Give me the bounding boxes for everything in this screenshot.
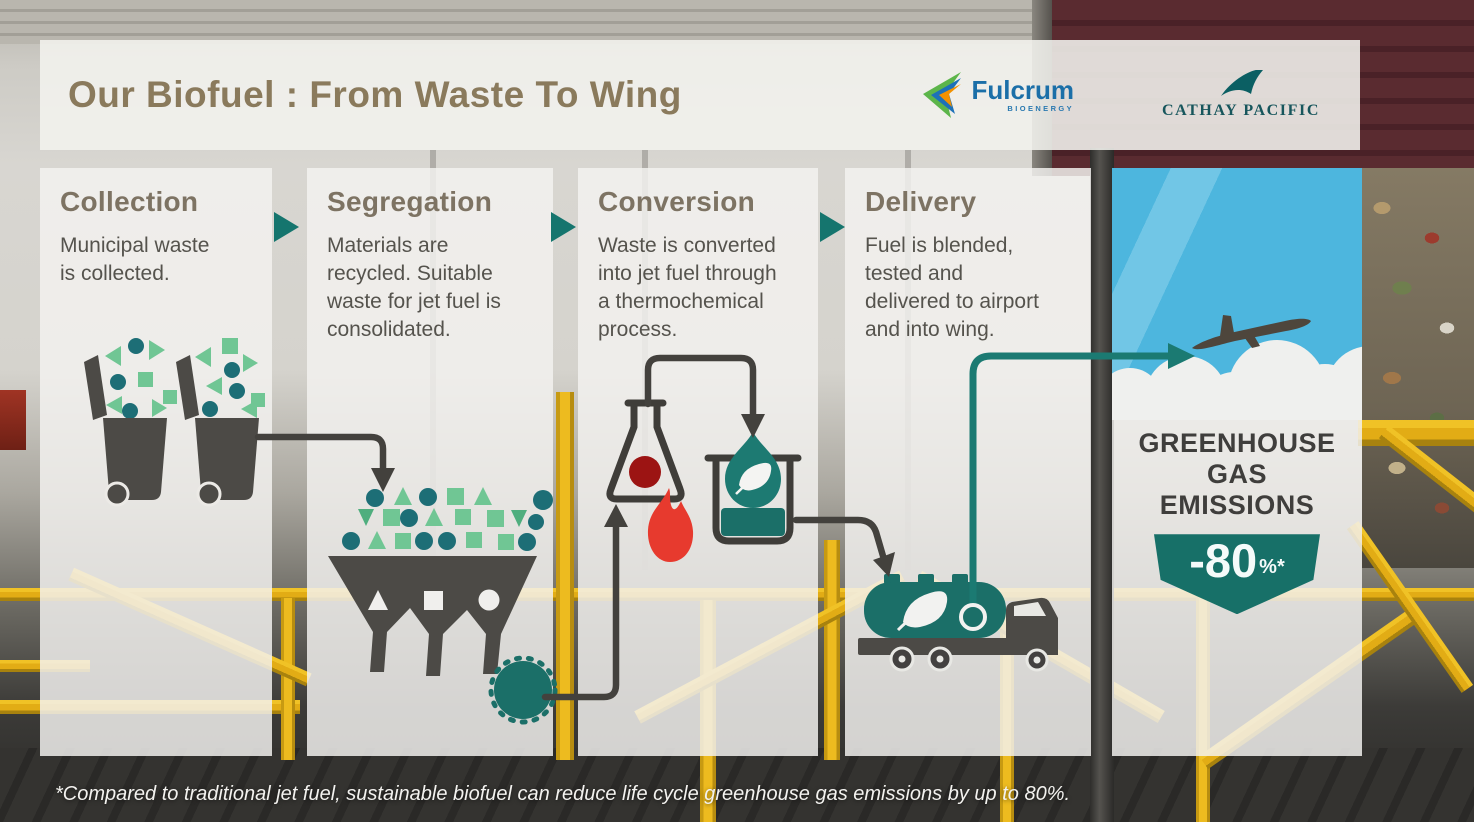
panel-segregation: Segregation Materials are recycled. Suit… xyxy=(307,168,553,756)
step-heading-conversion: Conversion xyxy=(598,186,756,217)
sky-graphic xyxy=(1112,168,1362,420)
fulcrum-wordmark: Fulcrum BIOENERGY xyxy=(971,77,1074,113)
fulcrum-name: Fulcrum xyxy=(971,75,1075,106)
cathay-name: CATHAY PACIFIC xyxy=(1162,102,1320,119)
badge-suffix: %* xyxy=(1259,556,1285,579)
step-heading-segregation: Segregation xyxy=(327,186,493,217)
panel-conversion: Conversion Waste is converted into jet f… xyxy=(578,168,818,756)
fulcrum-subtitle: BIOENERGY xyxy=(1007,104,1075,114)
step-description-delivery: Fuel is blended, tested and delivered to… xyxy=(865,234,1039,342)
step-heading-delivery: Delivery xyxy=(865,186,977,217)
step-heading-collection: Collection xyxy=(60,186,199,217)
result-headline: GREENHOUSE GAS EMISSIONS xyxy=(1138,428,1336,520)
bg-detail xyxy=(824,540,840,760)
bg-detail xyxy=(0,748,1474,822)
header-band: Our Biofuel : From Waste To Wing Fulcrum… xyxy=(40,40,1360,150)
step-description-conversion: Waste is converted into jet fuel through… xyxy=(598,234,777,342)
bg-detail xyxy=(1358,420,1474,446)
panel-collection: Collection Municipal waste is collected. xyxy=(40,168,272,756)
panel-delivery: Delivery Fuel is blended, tested and del… xyxy=(845,168,1091,756)
result-content: GREENHOUSE GAS EMISSIONS -80 %* xyxy=(1112,420,1362,615)
footnote: *Compared to traditional jet fuel, susta… xyxy=(55,783,1071,805)
badge-value: -80 xyxy=(1189,534,1258,588)
bg-detail xyxy=(1362,168,1474,568)
cloud-icon xyxy=(1112,402,1362,420)
step-description-collection: Municipal waste is collected. xyxy=(60,234,210,286)
emissions-badge: -80 %* xyxy=(1154,534,1320,615)
bg-detail xyxy=(281,598,295,760)
fulcrum-arrow-icon xyxy=(923,72,962,118)
fulcrum-logo: Fulcrum BIOENERGY xyxy=(921,72,1074,118)
panel-result: GREENHOUSE GAS EMISSIONS -80 %* xyxy=(1112,168,1362,756)
step-description-segregation: Materials are recycled. Suitable waste f… xyxy=(327,234,501,342)
cathay-pacific-logo: CATHAY PACIFIC xyxy=(1162,70,1320,120)
cathay-brushwing-icon xyxy=(1221,70,1264,96)
bg-detail xyxy=(0,390,26,450)
bg-detail xyxy=(556,392,574,760)
page-title: Our Biofuel : From Waste To Wing xyxy=(68,74,682,115)
bg-detail xyxy=(1090,148,1114,822)
logo-group: Fulcrum BIOENERGY CATHAY PACIFIC xyxy=(921,70,1320,120)
